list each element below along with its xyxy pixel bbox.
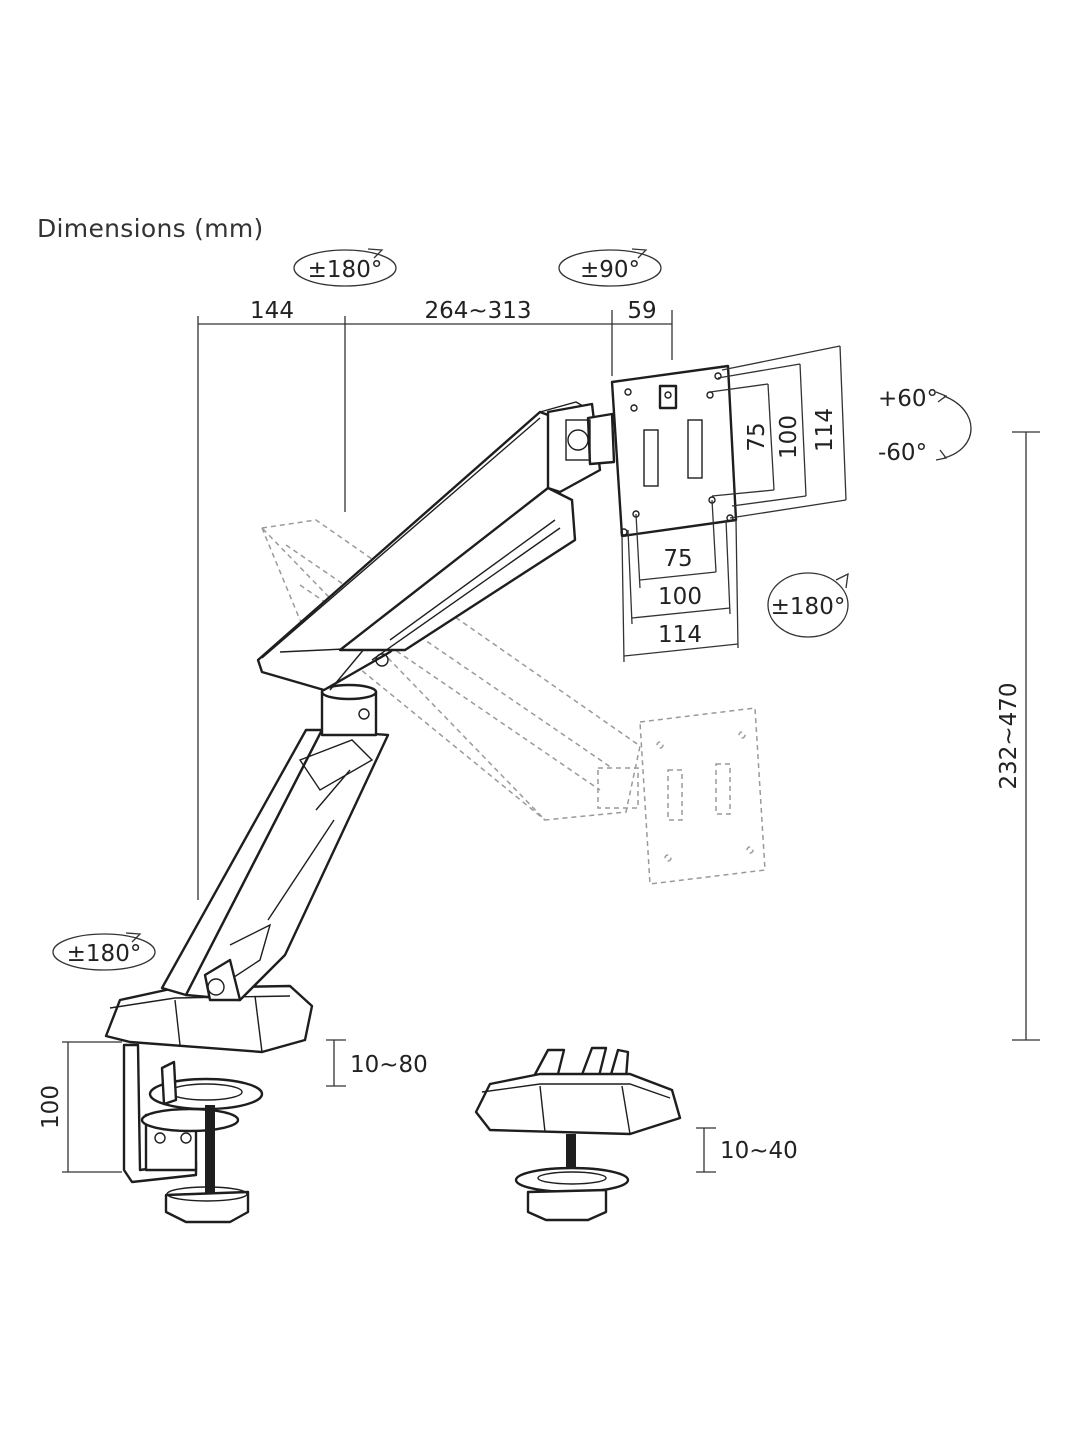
label-vesa-h-75: 75 — [663, 546, 692, 572]
upper-arm — [256, 401, 591, 692]
label-tilt-up: +60° — [878, 386, 938, 412]
dimension-lines — [62, 310, 1040, 1173]
ghost-lowered-arm — [260, 519, 766, 885]
rotation-marks — [52, 248, 972, 971]
label-head-depth: 59 — [627, 298, 656, 324]
label-arm-swivel: ±180° — [308, 257, 383, 283]
diagram-title: Dimensions (mm) — [37, 214, 264, 243]
elbow-joint — [320, 683, 378, 737]
label-head-swivel: ±90° — [580, 257, 640, 283]
label-vesa-v-100: 100 — [776, 415, 802, 459]
label-vesa-v-114: 114 — [812, 408, 838, 452]
label-grommet-range: 10~40 — [720, 1138, 798, 1164]
label-rotation: ±180° — [771, 594, 846, 620]
label-vesa-h-114: 114 — [658, 622, 702, 648]
labels: ±180° ±90° ±180° ±180° +60° -60° 144 264… — [38, 257, 1022, 1164]
label-tilt-down: -60° — [878, 440, 927, 466]
tilt-head — [546, 402, 616, 494]
label-base-offset: 144 — [250, 298, 294, 324]
label-clamp-range: 10~80 — [350, 1052, 428, 1078]
label-clamp-height: 100 — [38, 1085, 64, 1129]
label-vesa-h-100: 100 — [658, 584, 702, 610]
lower-arm — [160, 728, 390, 1002]
label-vesa-v-75: 75 — [744, 422, 770, 451]
clamp-base — [104, 984, 314, 1224]
label-arm-reach: 264~313 — [424, 298, 531, 324]
label-height-range: 232~470 — [996, 682, 1022, 789]
label-base-swivel: ±180° — [67, 941, 142, 967]
grommet-base — [474, 1046, 682, 1222]
